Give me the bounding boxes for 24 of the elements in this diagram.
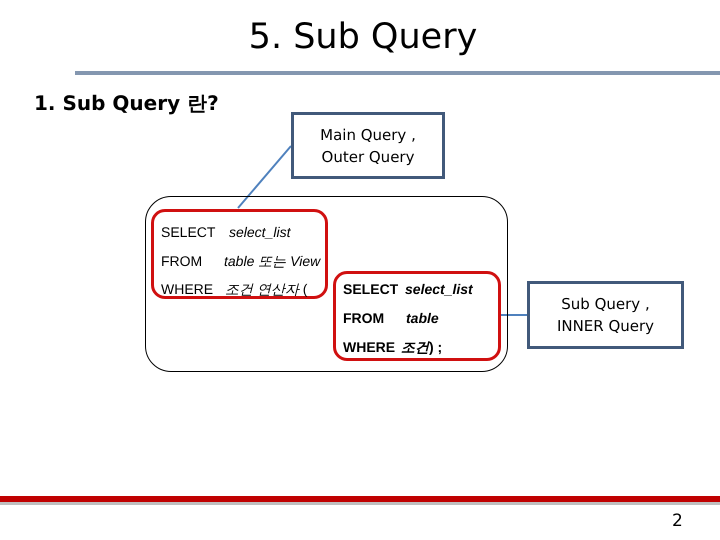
highlight-box	[333, 271, 501, 361]
sql-keyword: 조건 연산자 (	[225, 281, 308, 297]
section-heading: 1. Sub Query 란?	[34, 90, 219, 116]
sql-keyword: FROM	[343, 310, 384, 326]
highlight-box	[151, 209, 328, 299]
sql-keyword: FROM	[161, 253, 202, 269]
code-value: select_list	[405, 281, 473, 297]
leader-line	[500, 314, 527, 316]
sql-keyword: WHERE	[343, 339, 396, 355]
code-value: table	[406, 310, 439, 326]
sql-keyword: SELECT	[343, 281, 398, 297]
callout-box	[527, 281, 684, 349]
query-frame	[145, 196, 508, 372]
leader-line	[237, 145, 292, 209]
code-value: table 또는 View	[224, 253, 320, 269]
code-value: select_list	[229, 224, 290, 240]
sql-keyword: SELECT	[161, 224, 216, 240]
sql-keyword: WHERE	[161, 281, 214, 297]
sql-keyword: 조건) ;	[401, 339, 442, 355]
callout-text: Sub Query , INNER Query	[556, 294, 656, 337]
callout-box	[291, 112, 445, 179]
page-number: 2	[672, 510, 683, 533]
slide-title: 5. Sub Query	[248, 16, 478, 58]
callout-text: Main Query , Outer Query	[319, 124, 417, 168]
